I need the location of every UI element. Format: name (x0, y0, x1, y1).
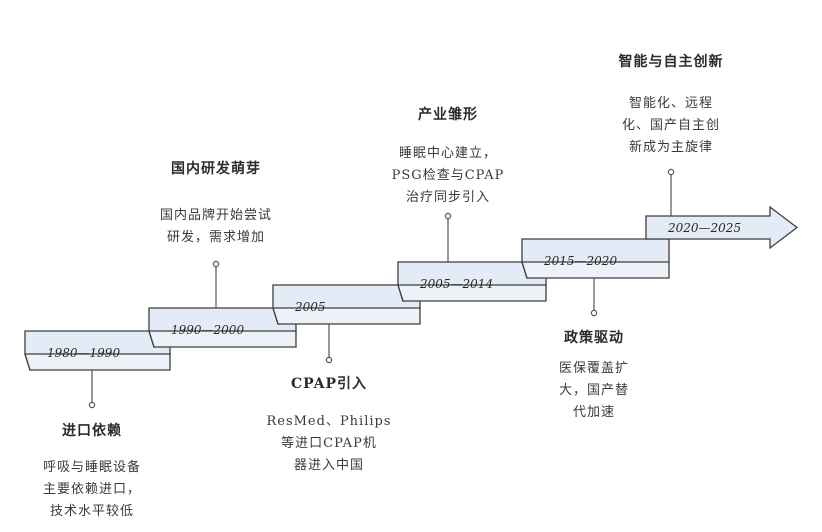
stage-2-title: 国内研发萌芽 (171, 161, 261, 177)
stage-5-desc-line: 医保覆盖扩 (558, 361, 630, 376)
timeline-step: 2005 (272, 284, 421, 325)
stage-2-desc-line: 国内品牌开始尝试 (159, 208, 273, 223)
timeline-step: 1990—2000 (148, 307, 297, 348)
stage-6-title: 智能与自主创新 (618, 54, 724, 70)
stage-6-desc: 智能化、远程 化、国产自主创 新成为主旋律 (622, 93, 720, 159)
stage-4-title: 产业雏形 (418, 107, 478, 123)
stage-1-desc-line: 呼吸与睡眠设备 (42, 460, 142, 475)
stage-3-title: CPAP引入 (290, 376, 368, 392)
timeline-step: 1980—1990 (24, 330, 171, 371)
stage-6-desc-line: 智能化、远程 (628, 96, 714, 111)
stage-5-title: 政策驱动 (564, 330, 624, 346)
timeline-arrow-head (645, 205, 799, 250)
timeline-step-face (397, 284, 547, 302)
stage-5-desc: 医保覆盖扩 大，国产替 代加速 (559, 358, 629, 424)
stage-period-label: 2005—2014 (419, 277, 493, 291)
stage-connector-dot (212, 260, 220, 268)
stage-3-desc-line: ResMed、Philips (266, 414, 392, 429)
stage-1-desc-line: 技术水平较低 (49, 504, 135, 519)
stage-connector-dot (444, 212, 452, 220)
stage-period-label: 1980—1990 (47, 346, 120, 360)
stage-3-desc-line: 等进口CPAP机 (281, 436, 377, 451)
stage-4-desc-line: PSG检查与CPAP (391, 168, 505, 183)
stage-period-label: 2005 (294, 300, 326, 314)
timeline-step-face (521, 261, 670, 279)
timeline-step-face (24, 353, 171, 371)
timeline-step: 2015—2020 (521, 238, 670, 279)
stage-4-desc-line: 治疗同步引入 (405, 190, 490, 205)
stage-5-desc-line: 代加速 (572, 405, 616, 420)
stage-6-desc-line: 新成为主旋律 (628, 140, 714, 155)
stage-period-label: 2015—2020 (543, 254, 617, 268)
stage-2-desc-line: 研发，需求增加 (166, 230, 266, 245)
stage-period-label: 1990—2000 (171, 323, 244, 337)
stage-6-desc-line: 化、国产自主创 (621, 118, 721, 133)
timeline-step: 2005—2014 (397, 261, 547, 302)
stage-connector-dot (88, 401, 96, 409)
stage-1-title: 进口依赖 (62, 423, 122, 439)
stage-period-label: 2020—2025 (667, 221, 741, 235)
stage-3-desc-line: 器进入中国 (293, 458, 365, 473)
stage-1-desc-line: 主要依赖进口， (42, 482, 142, 497)
timeline-step-face (148, 330, 297, 348)
stage-connector-dot (325, 356, 333, 364)
stage-connector-dot (667, 168, 675, 176)
stage-3-desc: ResMed、Philips 等进口CPAP机 器进入中国 (266, 411, 391, 477)
stage-1-desc: 呼吸与睡眠设备 主要依赖进口， 技术水平较低 (43, 457, 141, 523)
timeline-step: 2020—2025 (645, 205, 799, 250)
stage-4-desc: 睡眠中心建立， PSG检查与CPAP 治疗同步引入 (392, 143, 505, 209)
stage-5-desc-line: 大，国产替 (558, 383, 630, 398)
stage-2-desc: 国内品牌开始尝试 研发，需求增加 (160, 205, 272, 249)
stage-connector-dot (590, 309, 598, 317)
stage-4-desc-line: 睡眠中心建立， (398, 146, 497, 161)
timeline-step-face (272, 307, 421, 325)
